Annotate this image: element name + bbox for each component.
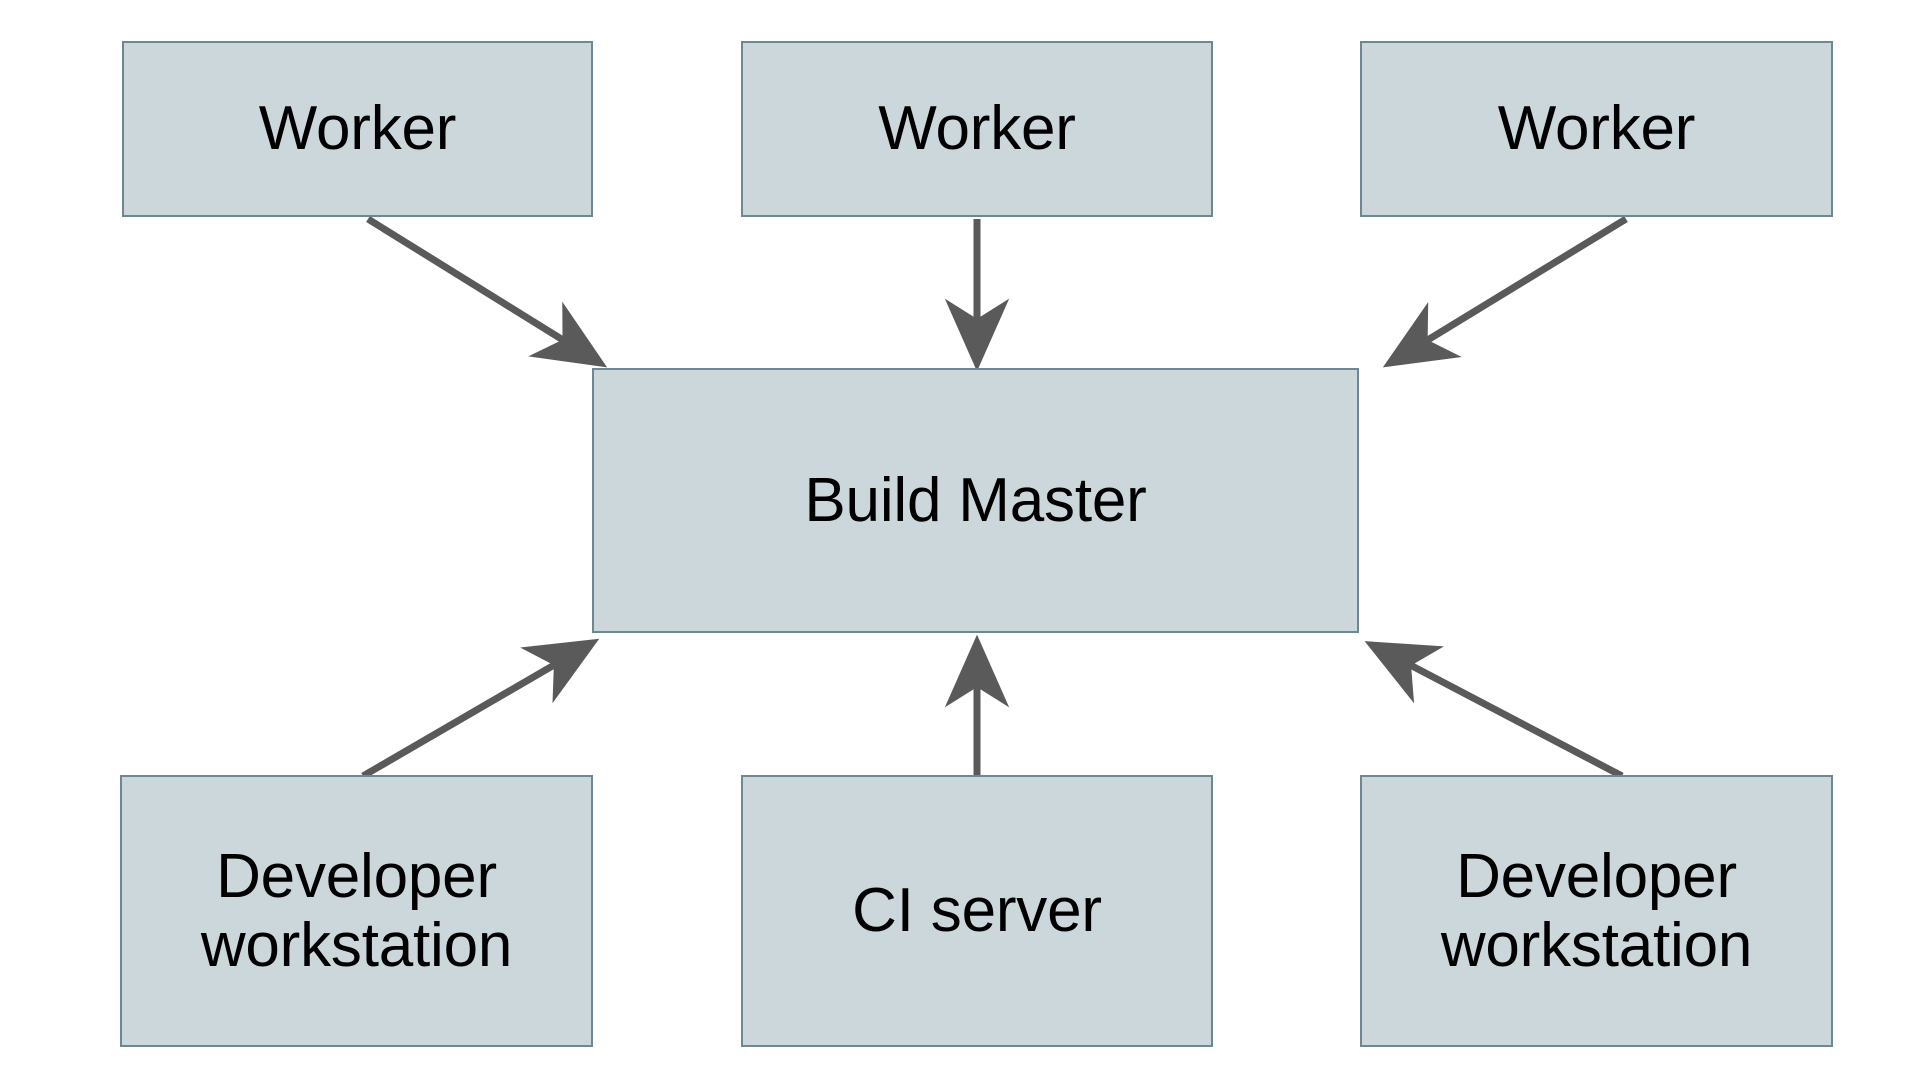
edge-worker-right-to-master xyxy=(1382,216,1628,368)
node-build-master-label: Build Master xyxy=(804,465,1147,535)
node-worker-center-label: Worker xyxy=(878,94,1076,164)
node-developer-workstation-right-label: Developer workstation xyxy=(1440,841,1753,980)
node-developer-workstation-left-label: Developer workstation xyxy=(200,841,513,980)
node-worker-center[interactable]: Worker xyxy=(741,41,1213,217)
node-ci-server-label: CI server xyxy=(852,876,1102,946)
node-ci-server[interactable]: CI server xyxy=(741,775,1213,1047)
node-worker-left[interactable]: Worker xyxy=(122,41,593,217)
node-build-master[interactable]: Build Master xyxy=(592,368,1359,633)
node-worker-right-label: Worker xyxy=(1497,94,1696,164)
node-worker-left-label: Worker xyxy=(258,94,457,164)
edge-dev-right-to-master xyxy=(1364,641,1624,780)
node-developer-workstation-right[interactable]: Developer workstation xyxy=(1360,775,1833,1047)
node-developer-workstation-left[interactable]: Developer workstation xyxy=(120,775,593,1047)
edge-dev-left-to-master xyxy=(361,638,600,780)
edge-worker-left-to-master xyxy=(366,216,608,368)
node-worker-right[interactable]: Worker xyxy=(1360,41,1833,217)
